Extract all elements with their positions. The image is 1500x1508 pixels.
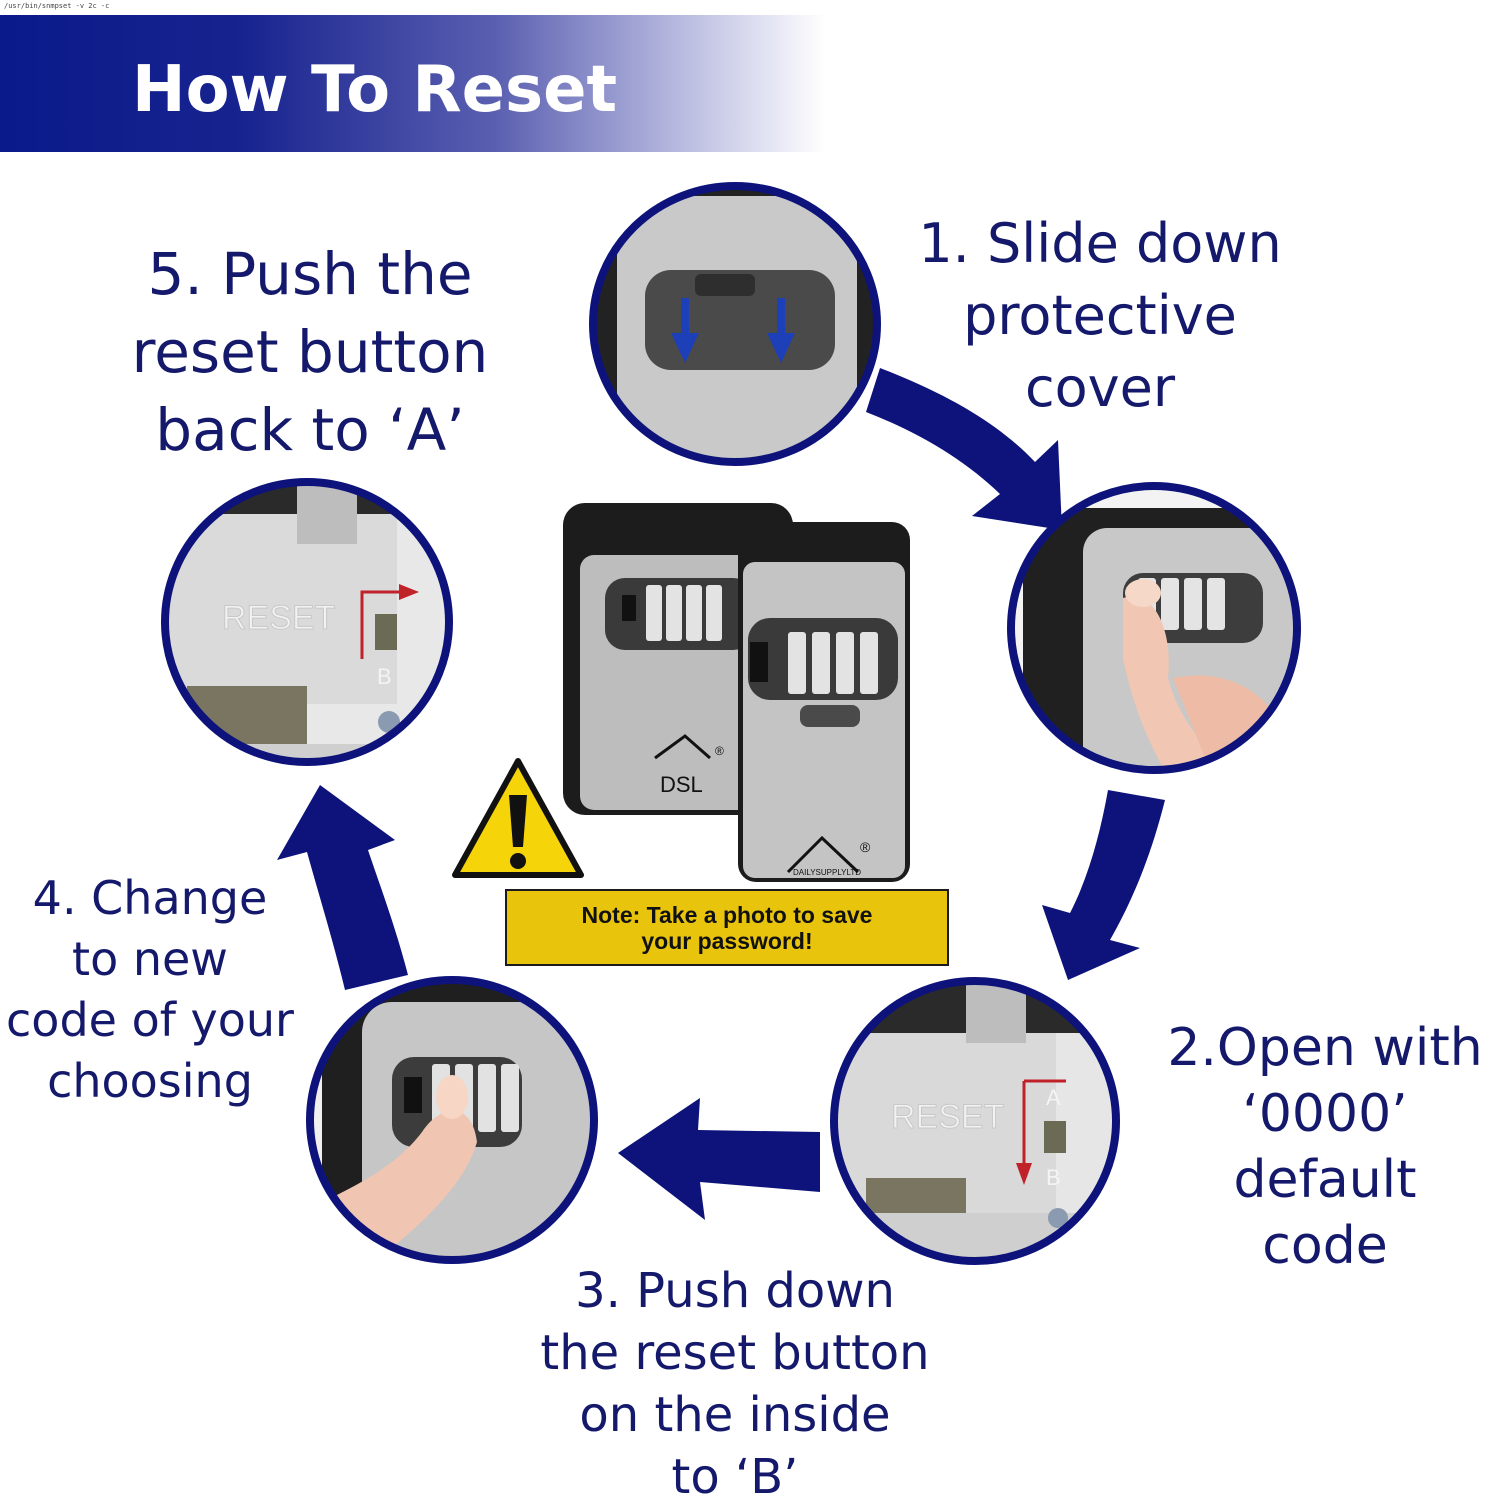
photo-enter-code	[1007, 482, 1301, 774]
svg-text:B: B	[1046, 1165, 1061, 1190]
reset-embossed-text: RESET	[222, 599, 335, 637]
step-2-caption: 2.Open with ‘0000’ default code	[1167, 1018, 1483, 1276]
svg-text:®: ®	[715, 744, 724, 758]
arrow-step2-to-step3	[1042, 790, 1165, 980]
photo-reset-to-a: RESET B	[161, 478, 453, 766]
maker-logo-front: DAILYSUPPLYLTD	[793, 868, 861, 877]
note-banner: Note: Take a photo to save your password…	[505, 889, 949, 966]
svg-text:A: A	[1046, 1085, 1061, 1110]
svg-text:®: ®	[860, 839, 871, 855]
photo-reset-to-b: RESET A B	[830, 977, 1120, 1265]
photo-slide-cover	[589, 182, 881, 466]
reset-embossed-text: RESET	[891, 1098, 1004, 1136]
title-banner: How To Reset	[0, 15, 1100, 152]
step-4-caption: 4. Change to new code of your choosing	[6, 871, 294, 1108]
arrow-step1-to-step2	[866, 368, 1062, 530]
product-lockboxes: DSL ® DAILYSUPPLYLTD ®	[563, 503, 910, 882]
warning-icon	[452, 758, 584, 878]
step-3-caption: 3. Push down the reset button on the ins…	[540, 1263, 930, 1505]
note-line-1: Note: Take a photo to save	[581, 901, 873, 928]
arrow-step4-to-step5	[277, 785, 408, 990]
step-5-caption: 5. Push the reset button back to ‘A’	[131, 240, 489, 464]
arrow-step3-to-step4	[618, 1098, 820, 1220]
svg-text:B: B	[377, 664, 392, 689]
command-line-text: /usr/bin/snmpset -v 2c -c	[4, 2, 110, 10]
note-line-2: your password!	[641, 927, 813, 954]
photo-change-code	[306, 976, 598, 1264]
step-1-caption: 1. Slide down protective cover	[918, 212, 1282, 419]
page-title: How To Reset	[132, 53, 618, 127]
brand-logo-back: DSL	[660, 772, 703, 797]
